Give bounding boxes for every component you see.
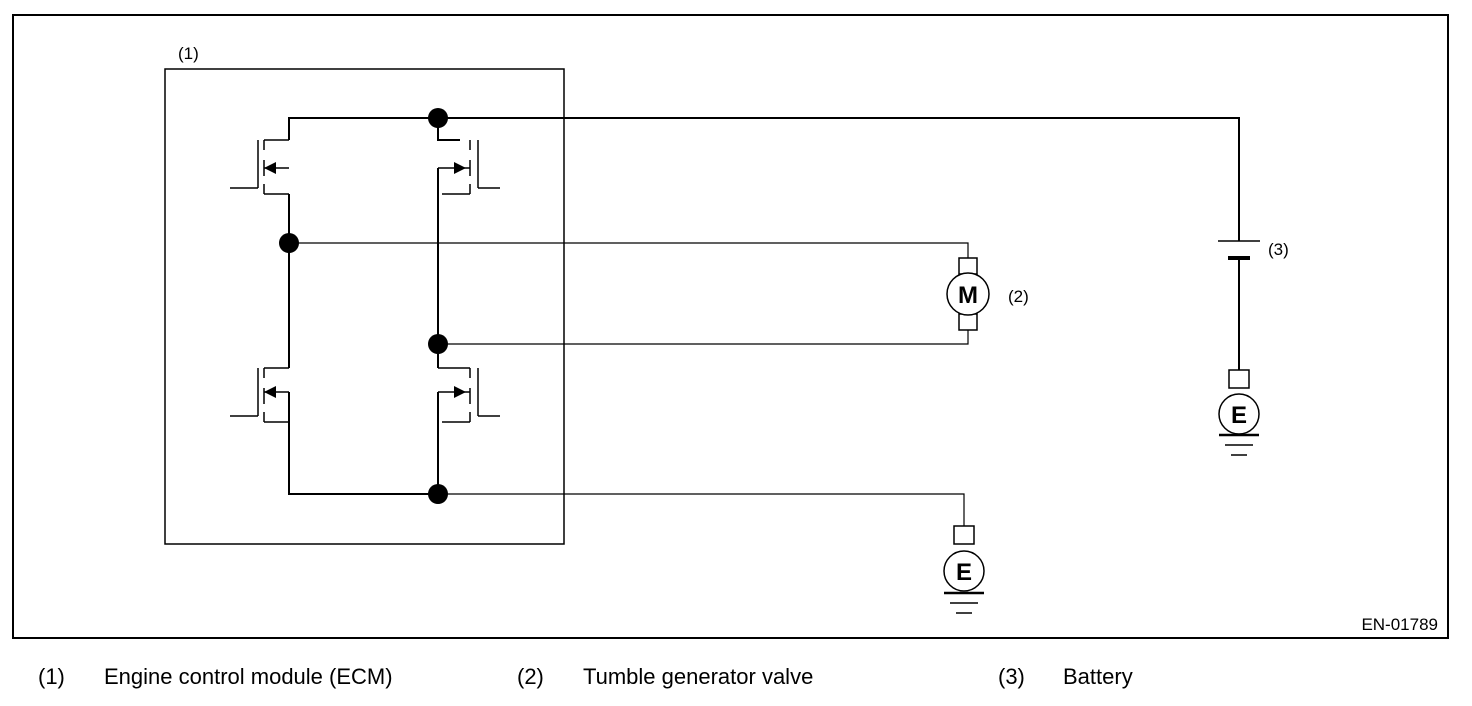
ecm-ground-letter: E [956, 559, 972, 586]
junction-dot [428, 334, 448, 354]
left-leg-wire [288, 194, 438, 495]
right-leg-wire [437, 118, 460, 494]
ground-wire [438, 493, 965, 526]
mosfet-bottom-right [438, 367, 500, 423]
supply-wire [288, 117, 1240, 241]
motor-letter: M [958, 282, 978, 309]
ecm-ground-symbol [943, 525, 985, 614]
battery-ground-symbol [1218, 369, 1260, 456]
ecm-box [164, 68, 565, 545]
mosfet-bottom-left [230, 367, 289, 423]
legend-num-3: (3) [998, 664, 1025, 689]
legend-text-1: Engine control module (ECM) [104, 664, 393, 689]
legend-num-2: (2) [517, 664, 544, 689]
legend-num-1: (1) [38, 664, 65, 689]
legend-text-2: Tumble generator valve [583, 664, 814, 689]
junction-dot [279, 233, 299, 253]
ecm-callout: (1) [178, 44, 199, 63]
mosfet-top-left [230, 139, 289, 195]
junction-dot [428, 108, 448, 128]
motor-wires [289, 242, 969, 345]
battery-symbol [1218, 240, 1260, 370]
figure-id: EN-01789 [1361, 615, 1438, 634]
battery-callout: (3) [1268, 240, 1289, 259]
motor-symbol [946, 257, 990, 331]
valve-callout: (2) [1008, 287, 1029, 306]
legend-text-3: Battery [1063, 664, 1133, 689]
battery-ground-letter: E [1231, 402, 1247, 429]
figure-frame [12, 14, 1449, 639]
junction-dot [428, 484, 448, 504]
mosfet-top-right [438, 140, 500, 195]
